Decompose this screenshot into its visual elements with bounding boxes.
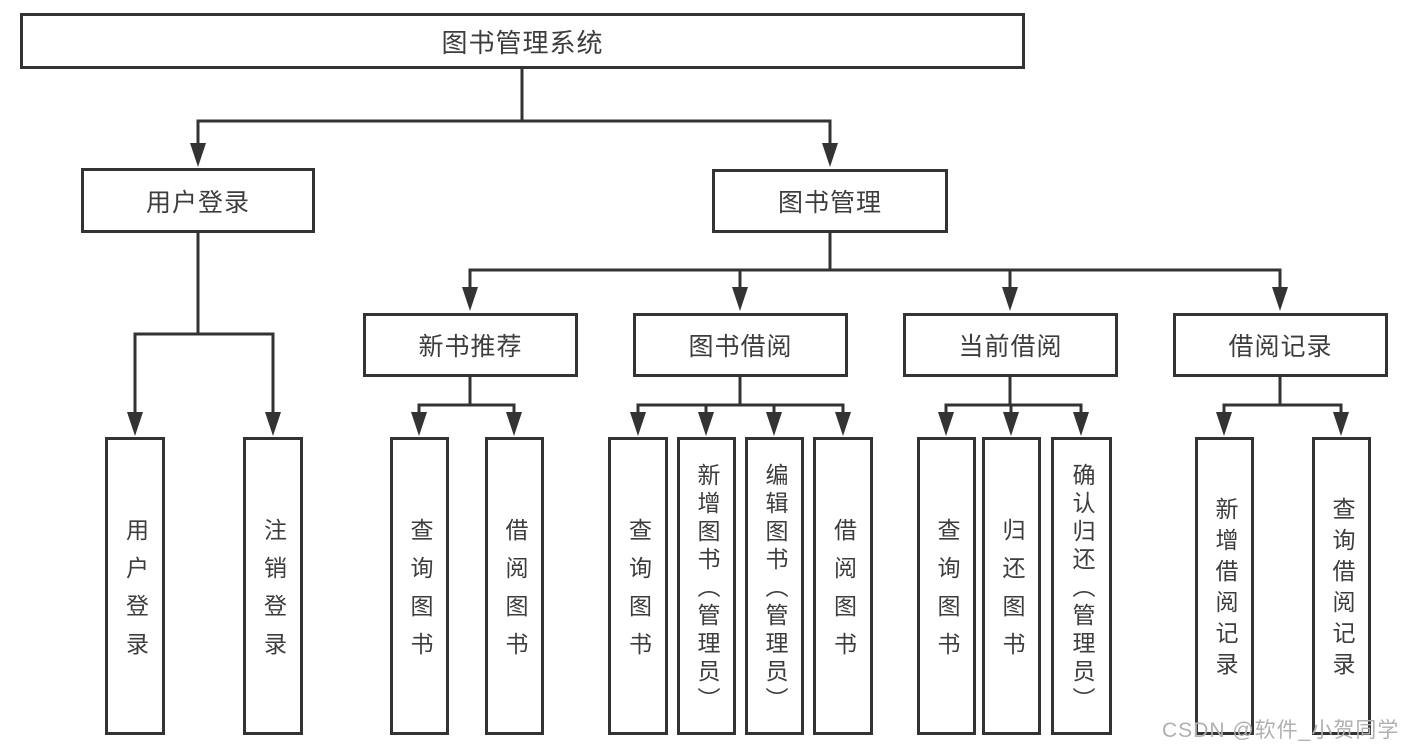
connector-new-book-recommend-to-leaves bbox=[411, 376, 522, 436]
node-book-management: 图书管理 bbox=[712, 169, 948, 233]
leaf-current-query-books: 查询图书 bbox=[917, 437, 976, 735]
node-book-borrow-label: 图书借阅 bbox=[688, 333, 793, 361]
leaf-borrow-query-books: 查询图书 bbox=[608, 437, 668, 735]
node-book-management-label: 图书管理 bbox=[777, 189, 882, 217]
leaf-borrow-edit-books-admin: 编辑图书（管理员） bbox=[745, 437, 804, 735]
csdn-watermark: CSDN @软件_小贺同学 bbox=[1162, 719, 1400, 742]
node-root: 图书管理系统 bbox=[20, 13, 1025, 69]
connector-user-login-to-leaves bbox=[127, 232, 281, 436]
leaf-recommend-borrow-books: 借阅图书 bbox=[485, 437, 544, 735]
leaf-records-query-record: 查询借阅记录 bbox=[1312, 437, 1371, 735]
leaf-borrow-add-books-admin: 新增图书（管理员） bbox=[677, 437, 736, 735]
connector-root-to-level2 bbox=[190, 68, 838, 167]
leaf-records-add-record: 新增借阅记录 bbox=[1195, 437, 1254, 735]
node-root-label: 图书管理系统 bbox=[441, 27, 604, 58]
node-book-borrow: 图书借阅 bbox=[633, 313, 848, 377]
node-borrow-records-label: 借阅记录 bbox=[1228, 333, 1333, 361]
node-user-login-label: 用户登录 bbox=[145, 188, 250, 217]
connector-borrow-records-to-leaves bbox=[1216, 376, 1349, 436]
leaf-recommend-query-books: 查询图书 bbox=[390, 437, 449, 735]
leaf-logout-login: 注销登录 bbox=[243, 437, 303, 735]
node-current-borrow: 当前借阅 bbox=[903, 313, 1118, 377]
leaf-current-confirm-return-admin: 确认归还（管理员） bbox=[1051, 437, 1112, 735]
node-current-borrow-label: 当前借阅 bbox=[958, 333, 1063, 361]
node-user-login: 用户登录 bbox=[81, 168, 315, 233]
leaf-current-return-books: 归还图书 bbox=[982, 437, 1041, 735]
node-new-book-recommend: 新书推荐 bbox=[363, 313, 578, 377]
node-borrow-records: 借阅记录 bbox=[1173, 313, 1388, 377]
leaf-user-login: 用户登录 bbox=[105, 437, 165, 735]
connector-current-borrow-to-leaves bbox=[938, 376, 1089, 436]
connector-book-management-to-level3 bbox=[462, 232, 1288, 311]
node-new-book-recommend-label: 新书推荐 bbox=[418, 333, 523, 361]
leaf-borrow-borrow-books: 借阅图书 bbox=[813, 437, 873, 735]
connector-book-borrow-to-leaves bbox=[630, 376, 851, 436]
